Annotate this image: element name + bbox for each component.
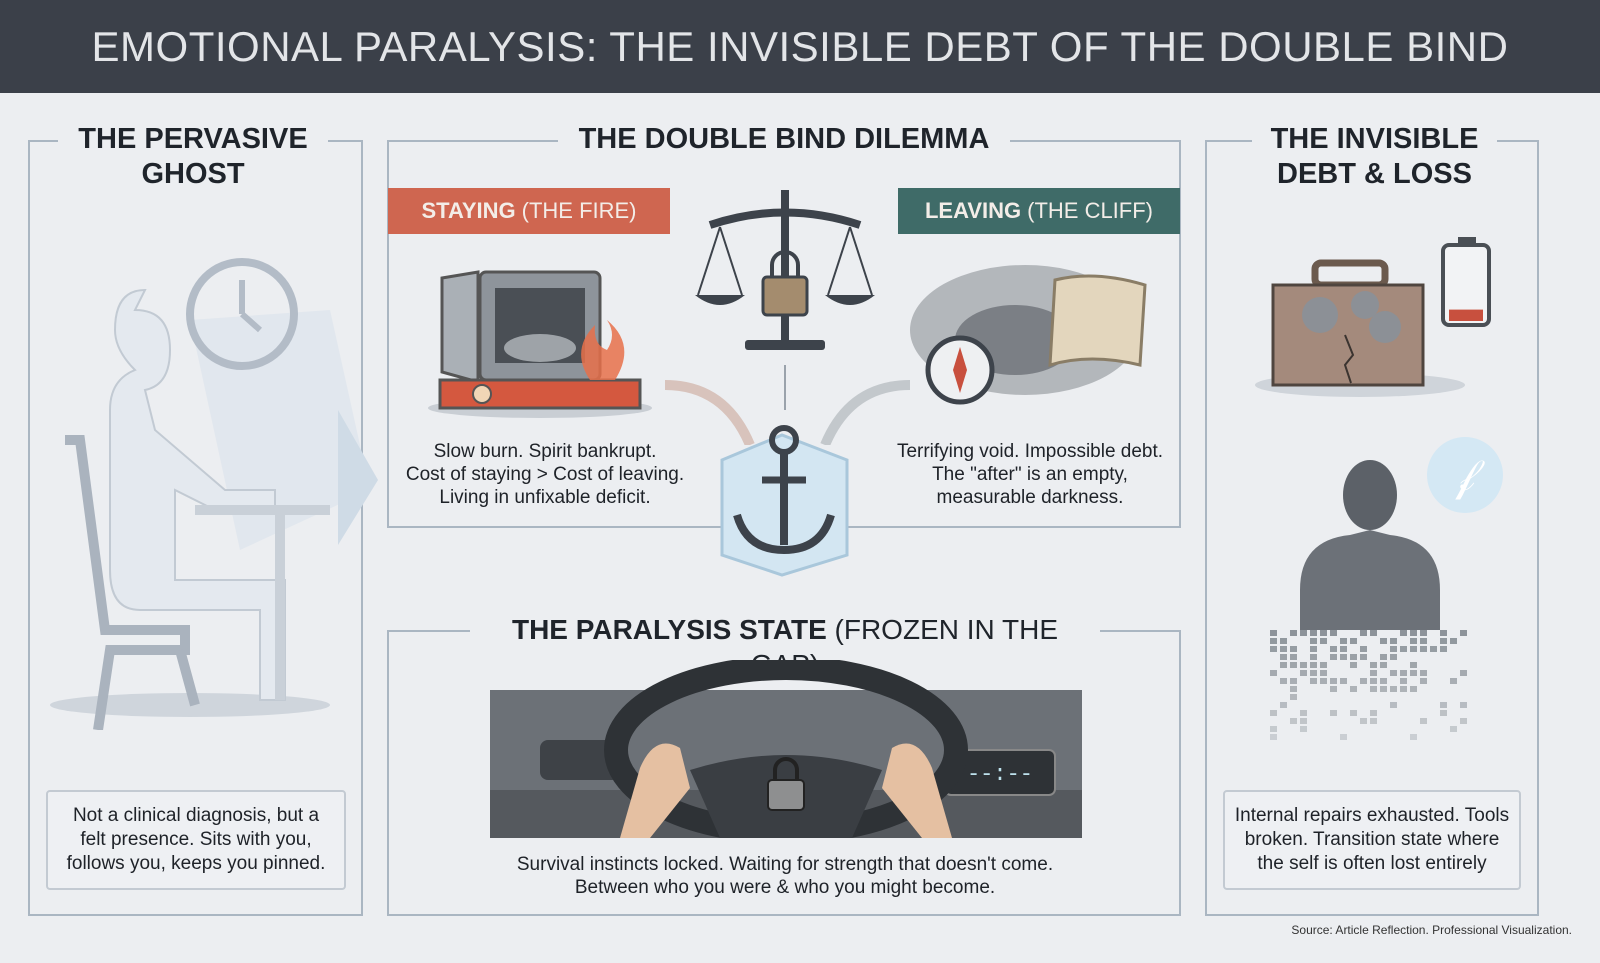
left-caption-box: Not a clinical diagnosis, but a felt pre… [46, 790, 346, 890]
void-compass-map-illustration [910, 265, 1147, 405]
low-battery-icon [1441, 237, 1491, 327]
right-panel-title: THE INVISIBLE DEBT & LOSS [1252, 122, 1497, 192]
paralysis-description: Survival instincts locked. Waiting for s… [400, 853, 1170, 899]
staying-sub: (THE FIRE) [521, 198, 637, 223]
title-line: GHOST [141, 158, 245, 190]
staying-line: Living in unfixable deficit. [439, 487, 651, 508]
header: EMOTIONAL PARALYSIS: THE INVISIBLE DEBT … [0, 0, 1600, 93]
scales-lock-icon [695, 190, 875, 350]
battery-fill [1449, 309, 1483, 321]
staying-label: STAYING [421, 198, 516, 223]
leaving-line: Terrifying void. Impossible debt. [896, 441, 1164, 462]
paralysis-line: Survival instincts locked. Waiting for s… [516, 854, 1054, 875]
locked-steering-wheel-illustration: --:-- [490, 660, 1082, 838]
source-note: Source: Article Reflection. Professional… [1291, 923, 1572, 937]
leaving-description: Terrifying void. Impossible debt. The "a… [880, 440, 1180, 509]
dilemma-title: THE DOUBLE BIND DILEMMA [558, 122, 1010, 157]
leaving-line: The "after" is an empty, [932, 464, 1128, 485]
dissolving-person-illustration: 𝒻 [1270, 437, 1503, 740]
arrows-to-anchor [664, 365, 911, 445]
frozen-anchor-icon [720, 425, 849, 577]
paralysis-title-main: THE PARALYSIS STATE [511, 614, 827, 645]
leaving-tag: LEAVING(THE CLIFF) [898, 188, 1180, 234]
ghost-seated-figure-illustration [50, 258, 378, 730]
left-caption: Not a clinical diagnosis, but a felt pre… [66, 805, 326, 874]
staying-description: Slow burn. Spirit bankrupt. Cost of stay… [395, 440, 695, 509]
broken-toolbox-illustration [1255, 259, 1465, 397]
leaving-label: LEAVING [924, 198, 1022, 223]
left-panel-title: THE PERVASIVE GHOST [58, 122, 328, 192]
title-line: THE INVISIBLE [1270, 123, 1479, 155]
right-caption: Internal repairs exhausted. Tools broken… [1234, 805, 1510, 874]
leaving-sub: (THE CLIFF) [1027, 198, 1154, 223]
right-caption-box: Internal repairs exhausted. Tools broken… [1223, 790, 1521, 890]
leaving-line: measurable darkness. [936, 487, 1124, 508]
title-line: DEBT & LOSS [1277, 158, 1472, 190]
burning-safe-illustration [428, 270, 652, 418]
page-title: EMOTIONAL PARALYSIS: THE INVISIBLE DEBT … [91, 22, 1509, 70]
staying-line: Cost of staying > Cost of leaving. [405, 464, 685, 485]
paralysis-line: Between who you were & who you might bec… [574, 877, 996, 898]
title-line: THE PERVASIVE [78, 123, 308, 155]
clock-icon [186, 258, 298, 370]
staying-line: Slow burn. Spirit bankrupt. [433, 441, 657, 462]
dashboard-clock: --:-- [967, 762, 1033, 787]
pixel-fragments [1270, 630, 1467, 740]
staying-tag: STAYING(THE FIRE) [388, 188, 670, 234]
